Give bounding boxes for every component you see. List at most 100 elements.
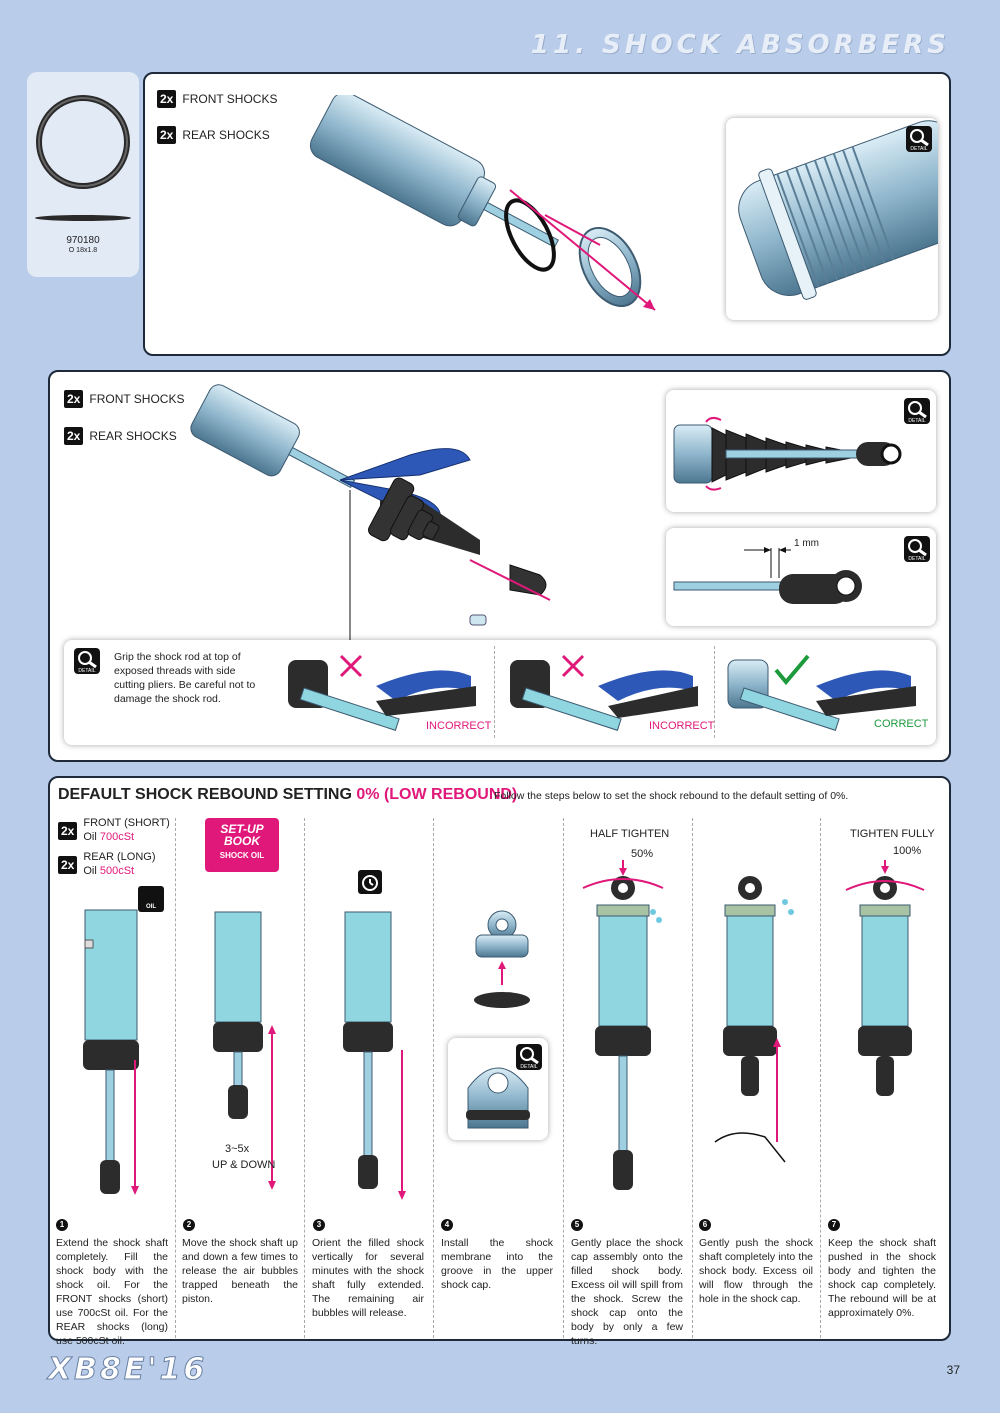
qty-front-shocks-1: 2x FRONT SHOCKS [157,90,277,108]
qty-label: FRONT SHOCKS [89,392,185,406]
shock-step-2-illustration [213,911,276,1190]
detail-icon: DETAIL [904,398,930,424]
step-number-5: 5 [571,1219,583,1231]
boot-detail-illustration [673,416,902,491]
qty-front-short: 2x FRONT (SHORT) Oil 700cSt [58,816,170,844]
front-short-label: FRONT (SHORT) [83,817,170,829]
step-number-1: 1 [56,1219,68,1231]
step-text-5: Gently place the shock cap assembly onto… [571,1237,683,1347]
detail-icon-label: DETAIL [78,668,95,674]
step-text-2: Move the shock shaft up and down a few t… [182,1237,298,1305]
pliers-boot-illustration [190,384,551,640]
setup-book-line1: SET-UP [220,822,264,836]
divider [692,818,693,1338]
setup-book-badge: SET-UP BOOK SHOCK OIL [205,818,279,872]
detail-icon-label: DETAIL [908,418,925,424]
part-number: 970180 [66,235,100,246]
rear-oil-value: 500cSt [99,865,135,877]
shock-step-1-illustration [83,909,139,1195]
footer-logo: XB8E'16 [47,1352,208,1388]
rear-oil-line: Oil 500cSt [83,864,155,878]
tighten-fully-label: TIGHTEN FULLY [850,828,935,840]
shock-step-3-illustration [343,911,406,1200]
pliers-tip-card: DETAIL Grip the shock rod at top of expo… [64,640,936,745]
correct-label: CORRECT [874,718,929,730]
divider [714,646,715,738]
step-text-6: Gently push the shock shaft completely i… [699,1237,813,1305]
setup-book-line2: BOOK [224,834,260,848]
qty-rear-shocks-1: 2x REAR SHOCKS [157,126,270,144]
qty-badge: 2x [157,90,177,108]
shock-cap-membrane-illustration [474,910,530,1008]
gap-detail-illustration [673,547,862,604]
half-tighten-label: HALF TIGHTEN [590,828,670,840]
oil-prefix: Oil [83,831,100,843]
timer-icon [358,870,382,894]
detail-card-boot: DETAIL [666,390,936,512]
qty-label: REAR SHOCKS [89,429,177,443]
part-card: 970180 O 18x1.8 [27,72,139,277]
step-text-1: Extend the shock shaft completely. Fill … [56,1237,168,1347]
detail-card-membrane: DETAIL [448,1038,548,1140]
detail-icon-label: DETAIL [520,1064,537,1070]
rebound-subtitle: Follow the steps below to set the shock … [494,790,849,802]
page-number: 37 [946,1363,960,1377]
qty-badge: 2x [64,390,84,408]
qty-label: REAR SHOCKS [182,128,270,142]
incorrect-label-2: INCORRECT [649,720,715,732]
rebound-title-accent: 0% (LOW REBOUND) [356,786,518,803]
step-number-7: 7 [828,1219,840,1231]
oil-icon-label: OIL [146,904,156,910]
incorrect-grip-2-illustration [510,654,698,731]
qty-rear-shocks-2: 2x REAR SHOCKS [64,427,177,445]
step-text-3: Orient the filled shock vertically for s… [312,1237,424,1319]
divider [433,818,434,1338]
step-number-6: 6 [699,1219,711,1231]
qty-label: FRONT SHOCKS [182,92,278,106]
divider [494,646,495,738]
rebound-title: DEFAULT SHOCK REBOUND SETTING 0% (LOW RE… [58,786,517,804]
rebound-title-main: DEFAULT SHOCK REBOUND SETTING [58,786,357,803]
page-title: 11. SHOCK ABSORBERS [530,30,950,60]
step-text-4: Install the shock membrane into the groo… [441,1237,553,1291]
step-number-4: 4 [441,1219,453,1231]
step-number-3: 3 [313,1219,325,1231]
rear-long-label: REAR (LONG) [83,851,156,863]
oil-bottle-icon: OIL [138,886,164,912]
incorrect-label-1: INCORRECT [426,720,492,732]
divider [563,818,564,1338]
front-oil-line: Oil 700cSt [83,830,169,844]
detail-icon: DETAIL [74,648,100,674]
incorrect-grip-1-illustration [288,654,476,731]
setup-book-line3: SHOCK OIL [219,851,265,860]
membrane-detail-illustration [466,1067,530,1129]
detail-icon: DETAIL [516,1044,542,1070]
divider [820,818,821,1338]
detail-icon-label: DETAIL [908,556,925,562]
oil-prefix: Oil [83,865,100,877]
qty-badge: 2x [64,427,84,445]
step-number-2: 2 [183,1219,195,1231]
qty-rear-long: 2x REAR (LONG) Oil 500cSt [58,850,155,878]
o-ring-illustration [35,95,131,221]
pliers-tip-text: Grip the shock rod at top of exposed thr… [114,651,256,705]
detail-icon: DETAIL [904,536,930,562]
half-tighten-pct: 50% [631,848,654,860]
step-text-7: Keep the shock shaft pushed in the shock… [828,1237,936,1319]
part-spec: O 18x1.8 [68,247,98,254]
qty-badge: 2x [58,856,78,874]
shock-step-5-illustration [582,860,664,1190]
detail-card-gap: 1 mm DETAIL [666,528,936,626]
detail-icon-label: DETAIL [910,146,927,152]
detail-card-threads: DETAIL [726,118,938,320]
updown-count: 3~5x [225,1143,250,1155]
tighten-fully-pct: 100% [893,845,922,857]
qty-badge: 2x [157,126,177,144]
shock-body-oring-illustration [309,95,656,311]
shock-step-6-illustration [714,876,794,1163]
gap-label: 1 mm [794,538,819,549]
divider [175,818,176,1338]
updown-label: UP & DOWN [212,1159,276,1171]
correct-grip-illustration [727,654,916,731]
shock-step-7-illustration [845,860,925,1096]
